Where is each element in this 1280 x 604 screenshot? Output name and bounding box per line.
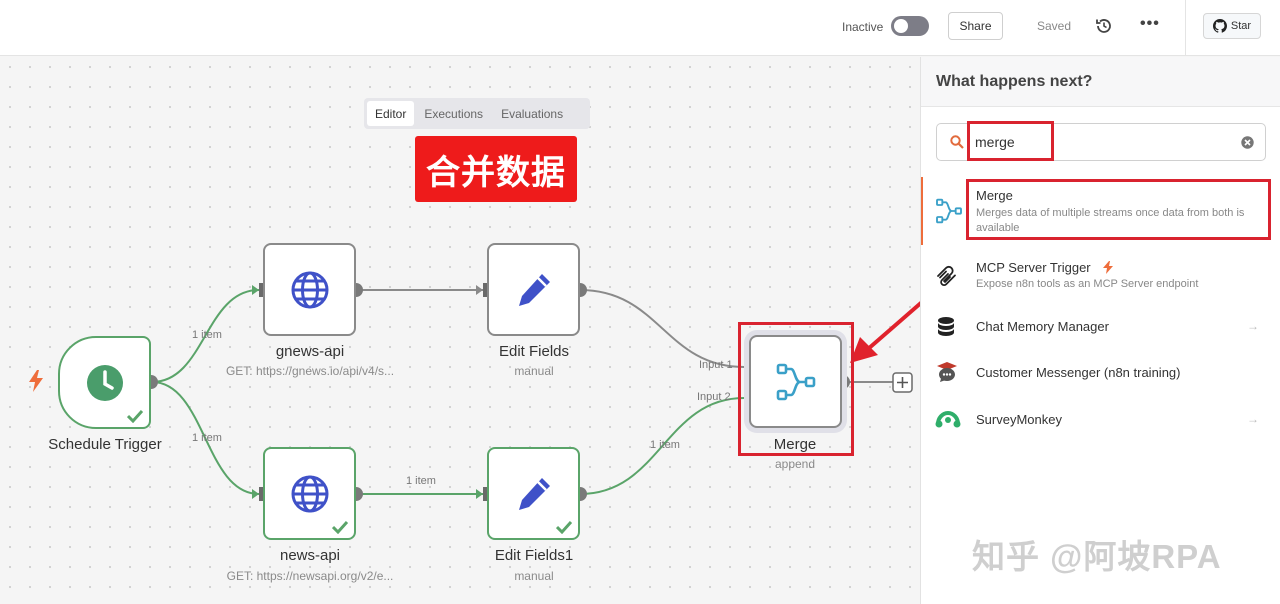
database-icon (938, 317, 954, 336)
input-handle (745, 391, 750, 405)
github-icon (1212, 19, 1227, 33)
edge-trigger-newsapi (151, 381, 260, 495)
result-title: Chat Memory Manager (976, 319, 1109, 334)
node-schedule-trigger[interactable] (58, 336, 151, 429)
success-check-icon (127, 409, 143, 423)
node-subtitle: append (774, 457, 816, 471)
node-merge[interactable] (749, 335, 842, 428)
node-subtitle: manual (514, 569, 554, 583)
node-title: gnews-api (275, 343, 345, 360)
arrowhead (476, 285, 483, 295)
result-item-mcp-server-trigger[interactable]: MCP Server Trigger Expose n8n tools as a… (921, 252, 1280, 302)
edge-trigger-gnews (151, 289, 260, 383)
node-subtitle: manual (514, 364, 554, 378)
active-toggle[interactable] (891, 16, 929, 36)
edge-edit2-merge (579, 397, 745, 495)
top-bar: Inactive Share Saved ••• Star (0, 0, 1280, 56)
result-description: Expose n8n tools as an MCP Server endpoi… (976, 278, 1199, 290)
mcp-icon (937, 265, 956, 286)
more-options-icon[interactable]: ••• (1140, 15, 1160, 32)
trigger-bolt-icon (1103, 261, 1113, 274)
globe-icon (291, 271, 328, 308)
clear-icon[interactable] (1241, 136, 1254, 149)
input-label: Input 2 (697, 391, 731, 403)
tab-executions[interactable]: Executions (424, 106, 484, 121)
edge-edit1-merge (579, 289, 745, 368)
trigger-bolt-icon (29, 370, 43, 392)
node-edit-fields[interactable] (487, 243, 580, 336)
history-icon[interactable] (1095, 17, 1113, 35)
node-title: Edit Fields1 (494, 547, 574, 564)
node-title: Edit Fields (498, 343, 570, 360)
edge-label: 1 item (192, 329, 222, 341)
result-title: Customer Messenger (n8n training) (976, 365, 1181, 380)
result-title: MCP Server Trigger (976, 260, 1091, 275)
search-input[interactable]: merge (975, 134, 1015, 150)
connections-layer (144, 283, 920, 501)
input-label: Input 1 (699, 359, 733, 371)
node-gnews-api[interactable] (263, 243, 356, 336)
pencil-icon (518, 477, 550, 510)
node-edit-fields1[interactable] (487, 447, 580, 540)
node-creator-panel: What happens next? merge Merge Merges da… (920, 57, 1280, 604)
result-item-surveymonkey[interactable]: SurveyMonkey → (921, 404, 1280, 434)
result-title: SurveyMonkey (976, 412, 1062, 427)
search-icon (950, 135, 964, 149)
node-title: news-api (279, 547, 341, 564)
workflow-status-label: Inactive (842, 20, 884, 34)
node-subtitle: GET: https://newsapi.org/v2/e... (226, 569, 394, 583)
input-handle (259, 283, 264, 297)
view-tabs: Editor Executions Evaluations (364, 98, 590, 129)
input-handle (259, 487, 264, 501)
annotation-banner: 合并数据 (415, 136, 577, 202)
panel-title: What happens next? (936, 73, 1093, 90)
saved-label: Saved (1037, 19, 1072, 33)
search-box[interactable]: merge (936, 123, 1266, 161)
annotation-arrow (866, 301, 920, 351)
input-handle (483, 487, 488, 501)
result-title: Merge (976, 188, 1013, 203)
surveymonkey-icon (935, 410, 961, 428)
messenger-icon (937, 362, 957, 382)
input-handle (483, 283, 488, 297)
success-check-icon (332, 520, 348, 534)
merge-icon (936, 198, 962, 224)
arrowhead (252, 285, 259, 295)
clock-icon (86, 364, 123, 401)
github-star-button[interactable]: Star (1203, 13, 1261, 39)
highlight-box-merge-node (738, 322, 854, 456)
active-item-indicator (921, 177, 923, 245)
share-button[interactable]: Share (948, 12, 1003, 40)
annotation-arrowhead (850, 337, 878, 363)
edge-label: 1 item (406, 475, 436, 487)
node-news-api[interactable] (263, 447, 356, 540)
edge-label: 1 item (650, 439, 680, 451)
arrow-right-icon: → (1247, 319, 1259, 333)
result-item-chat-memory-manager[interactable]: Chat Memory Manager → (921, 311, 1280, 341)
panel-header: What happens next? (921, 57, 1280, 107)
watermark: 知乎 @阿坡RPA (972, 538, 1222, 575)
star-label: Star (1230, 20, 1252, 32)
arrow-right-icon: → (1247, 412, 1259, 426)
workflow-canvas[interactable]: Editor Executions Evaluations 合并数据 Sched… (0, 57, 920, 604)
tab-editor[interactable]: Editor (367, 101, 415, 126)
arrowhead (252, 489, 259, 499)
merge-icon (776, 363, 815, 400)
pencil-icon (518, 273, 550, 306)
result-description: Merges data of multiple streams once dat… (976, 207, 1245, 234)
node-subtitle: GET: https://gnews.io/api/v4/s... (225, 364, 395, 378)
node-title: Merge (773, 436, 817, 453)
input-handle (745, 360, 750, 374)
node-title: Schedule Trigger (48, 436, 162, 453)
highlight-box-search (967, 121, 1054, 161)
result-item-customer-messenger[interactable]: Customer Messenger (n8n training) (921, 357, 1280, 387)
highlight-box-merge-result (966, 179, 1271, 240)
tab-evaluations[interactable]: Evaluations (501, 106, 564, 121)
success-check-icon (556, 520, 572, 534)
globe-icon (291, 475, 328, 512)
edge-label: 1 item (192, 432, 222, 444)
result-item-merge[interactable]: Merge Merges data of multiple streams on… (921, 179, 1280, 245)
arrowhead (476, 489, 483, 499)
divider (1185, 0, 1186, 56)
